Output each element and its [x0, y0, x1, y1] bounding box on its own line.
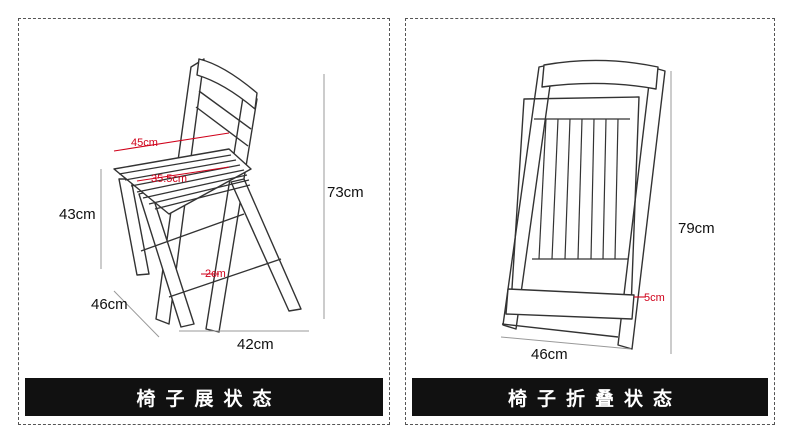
depth-dim-line [113, 290, 160, 338]
seat-width-line [113, 132, 230, 152]
folded-bottom-rail [501, 323, 619, 338]
seat-frame [113, 148, 252, 215]
folded-width-dim-line [500, 336, 632, 350]
back-slat [195, 106, 249, 147]
unfolded-chair-panel: 45cm 35.5cm 2cm 73cm 43cm 46cm 42cm 椅子展状… [18, 18, 390, 425]
folded-leg-right [617, 66, 666, 350]
folded-chair-panel: 79cm 46cm 5cm 椅子折叠状态 [405, 18, 775, 425]
back-slat [198, 90, 252, 130]
folded-caption: 椅子折叠状态 [412, 378, 768, 416]
stretcher [168, 258, 282, 298]
folded-width-label: 46cm [531, 346, 568, 363]
seat-depth-line [136, 166, 230, 182]
front-leg-right [230, 178, 302, 312]
unfolded-chair-drawing: 45cm 35.5cm 2cm 73cm 43cm 46cm 42cm [59, 58, 364, 353]
stretcher [140, 213, 245, 252]
folded-height-label: 79cm [678, 220, 715, 237]
seat-width-label: 45cm [131, 137, 158, 149]
folded-chair-drawing: 79cm 46cm 5cm [500, 59, 715, 363]
width-label: 42cm [237, 336, 274, 353]
folded-backrest [541, 59, 659, 90]
height-total-label: 73cm [327, 184, 364, 201]
folded-seat-bottom [505, 288, 635, 320]
thickness-label: 2cm [205, 268, 226, 280]
depth-label: 46cm [91, 296, 128, 313]
unfolded-caption: 椅子展状态 [25, 378, 383, 416]
seat-depth-label: 35.5cm [151, 173, 187, 185]
backrest-top-rail [196, 58, 258, 110]
folded-thickness-label: 5cm [644, 292, 665, 304]
seat-height-label: 43cm [59, 206, 96, 223]
